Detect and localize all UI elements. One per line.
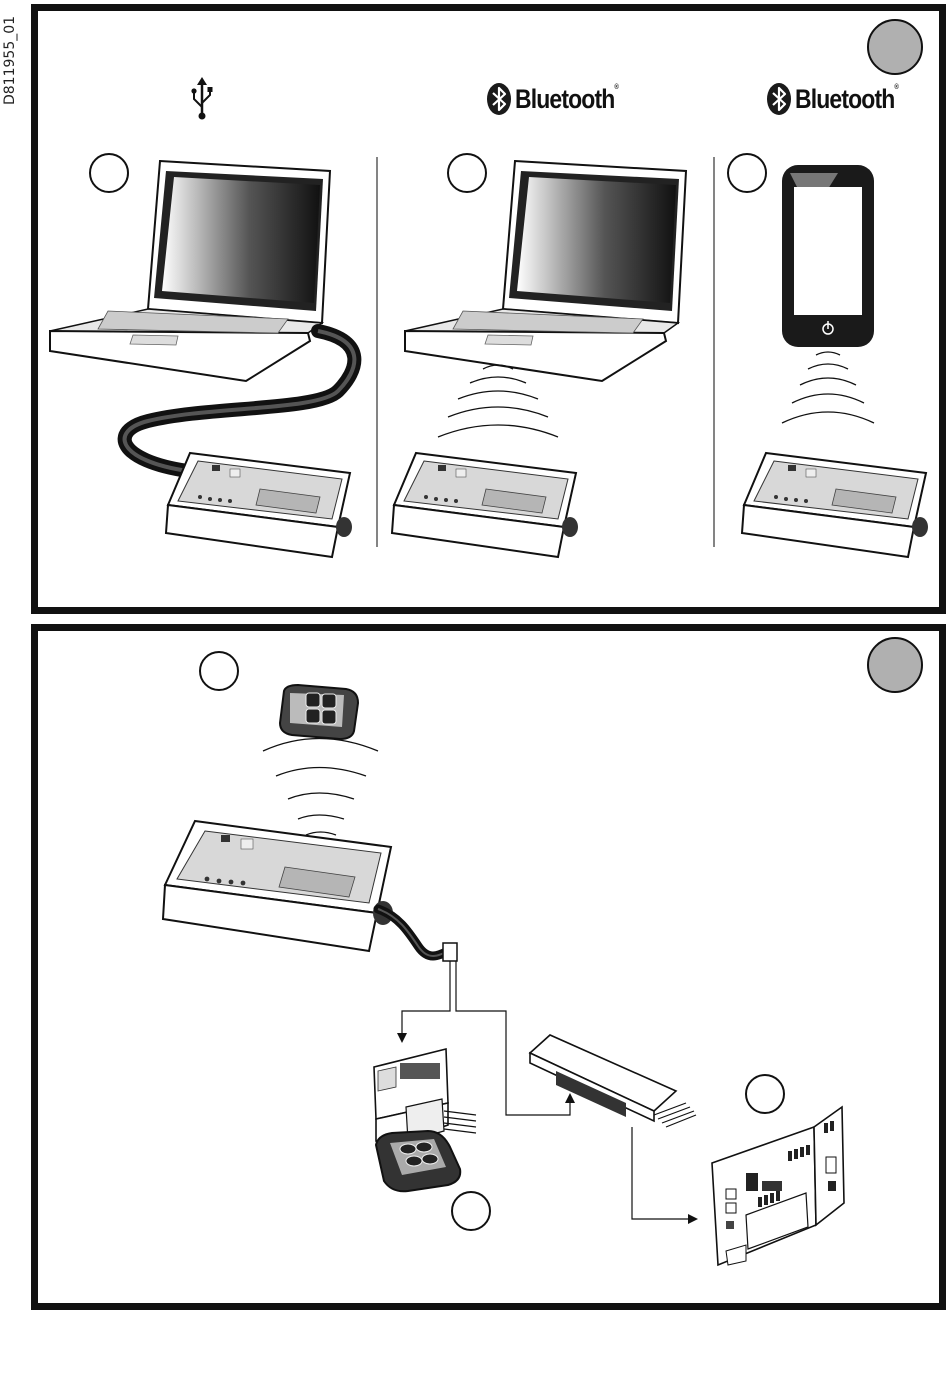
connection-panel: Bluetooth® Bluetooth® [31, 4, 946, 614]
programmer-unit-usb [160, 449, 360, 569]
programmer-unit-bluetooth-phone [736, 449, 936, 569]
control-board [696, 1093, 856, 1273]
programmer-unit-bluetooth-laptop [386, 449, 586, 569]
remote-control [368, 1127, 468, 1197]
receiver-module [526, 1031, 696, 1141]
programming-panel [31, 624, 946, 1310]
document-code: D811955_01 [2, 16, 18, 105]
